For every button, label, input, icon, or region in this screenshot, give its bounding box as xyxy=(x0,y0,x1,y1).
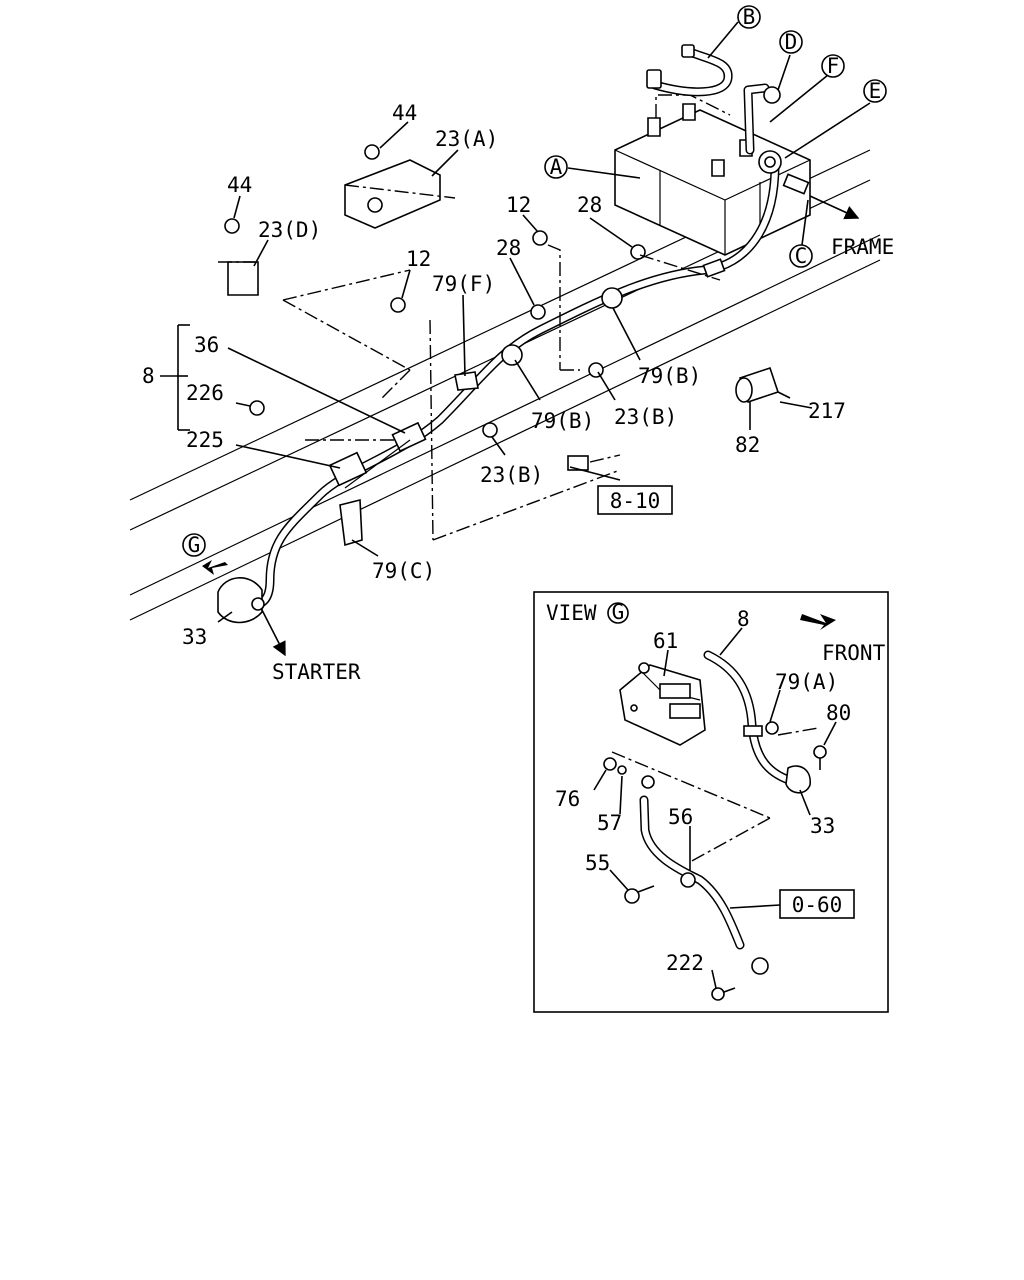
direction-arrows xyxy=(202,173,860,657)
nuts xyxy=(224,144,646,416)
label-23a: 23(A) xyxy=(435,127,498,151)
label-23b-right: 23(B) xyxy=(614,405,677,429)
label-23d: 23(D) xyxy=(258,218,321,242)
leader-lines xyxy=(218,184,721,541)
starter-terminal-boot xyxy=(217,577,265,624)
d-terminal-cable xyxy=(743,83,782,174)
label-82: 82 xyxy=(735,433,760,457)
label-28-mid: 28 xyxy=(496,236,521,260)
label-79b-right: 79(B) xyxy=(638,364,701,388)
view-g-label-79a: 79(A) xyxy=(775,670,838,694)
label-217: 217 xyxy=(808,399,846,423)
callout-b: B xyxy=(737,5,761,29)
part-82-sleeve xyxy=(735,366,791,404)
svg-text:A: A xyxy=(550,155,563,179)
svg-text:8-10: 8-10 xyxy=(610,489,661,513)
label-225: 225 xyxy=(186,428,224,452)
label-36: 36 xyxy=(194,333,219,357)
view-g-inset: VIEW G FRONT xyxy=(533,591,889,1013)
battery xyxy=(614,94,811,256)
part-number-labels: 44 23(A) 44 23(D) 12 28 12 28 79(F) 36 8… xyxy=(142,101,894,684)
svg-text:E: E xyxy=(869,79,882,103)
callout-d: D xyxy=(779,30,803,54)
label-44-left: 44 xyxy=(227,173,252,197)
svg-text:G: G xyxy=(188,533,201,557)
view-g-title: VIEW xyxy=(546,601,597,625)
svg-text:D: D xyxy=(785,30,798,54)
callout-f: F xyxy=(821,54,845,78)
view-g-label-222: 222 xyxy=(666,951,704,975)
label-28-top: 28 xyxy=(577,193,602,217)
view-g-label-56: 56 xyxy=(668,805,693,829)
svg-text:B: B xyxy=(743,5,756,29)
svg-text:0-60: 0-60 xyxy=(792,893,843,917)
label-79f: 79(F) xyxy=(432,272,495,296)
label-starter: STARTER xyxy=(272,660,361,684)
view-g-label-8: 8 xyxy=(737,607,750,631)
battery-jumper-cable xyxy=(646,44,733,97)
view-g-label-33: 33 xyxy=(810,814,835,838)
svg-text:C: C xyxy=(795,244,808,268)
callout-letter-circles: A B C D F E G xyxy=(182,5,887,557)
callout-leaders xyxy=(160,21,871,623)
harness-connector xyxy=(328,421,427,489)
label-12-left: 12 xyxy=(406,247,431,271)
label-44-top: 44 xyxy=(392,101,417,125)
reference-box-8-10: 8-10 xyxy=(597,485,673,515)
view-g-label-61: 61 xyxy=(653,629,678,653)
reference-box-0-60: 0-60 xyxy=(779,889,855,919)
label-23b-low: 23(B) xyxy=(480,463,543,487)
view-g-front: FRONT xyxy=(822,641,886,665)
view-g-label-57: 57 xyxy=(597,811,622,835)
svg-text:G: G xyxy=(612,600,625,624)
label-79b-mid: 79(B) xyxy=(531,409,594,433)
svg-text:F: F xyxy=(827,54,840,78)
label-8: 8 xyxy=(142,364,155,388)
label-33-main: 33 xyxy=(182,625,207,649)
view-g-label-76: 76 xyxy=(555,787,580,811)
label-12-mid: 12 xyxy=(506,193,531,217)
callout-g: G xyxy=(182,533,206,557)
callout-a: A xyxy=(544,155,568,179)
callout-c: C xyxy=(789,244,813,268)
label-79c: 79(C) xyxy=(372,559,435,583)
label-226: 226 xyxy=(186,381,224,405)
label-frame: FRAME xyxy=(831,235,894,259)
view-g-label-80: 80 xyxy=(826,701,851,725)
view-g-label-55: 55 xyxy=(585,851,610,875)
callout-e: E xyxy=(863,79,887,103)
